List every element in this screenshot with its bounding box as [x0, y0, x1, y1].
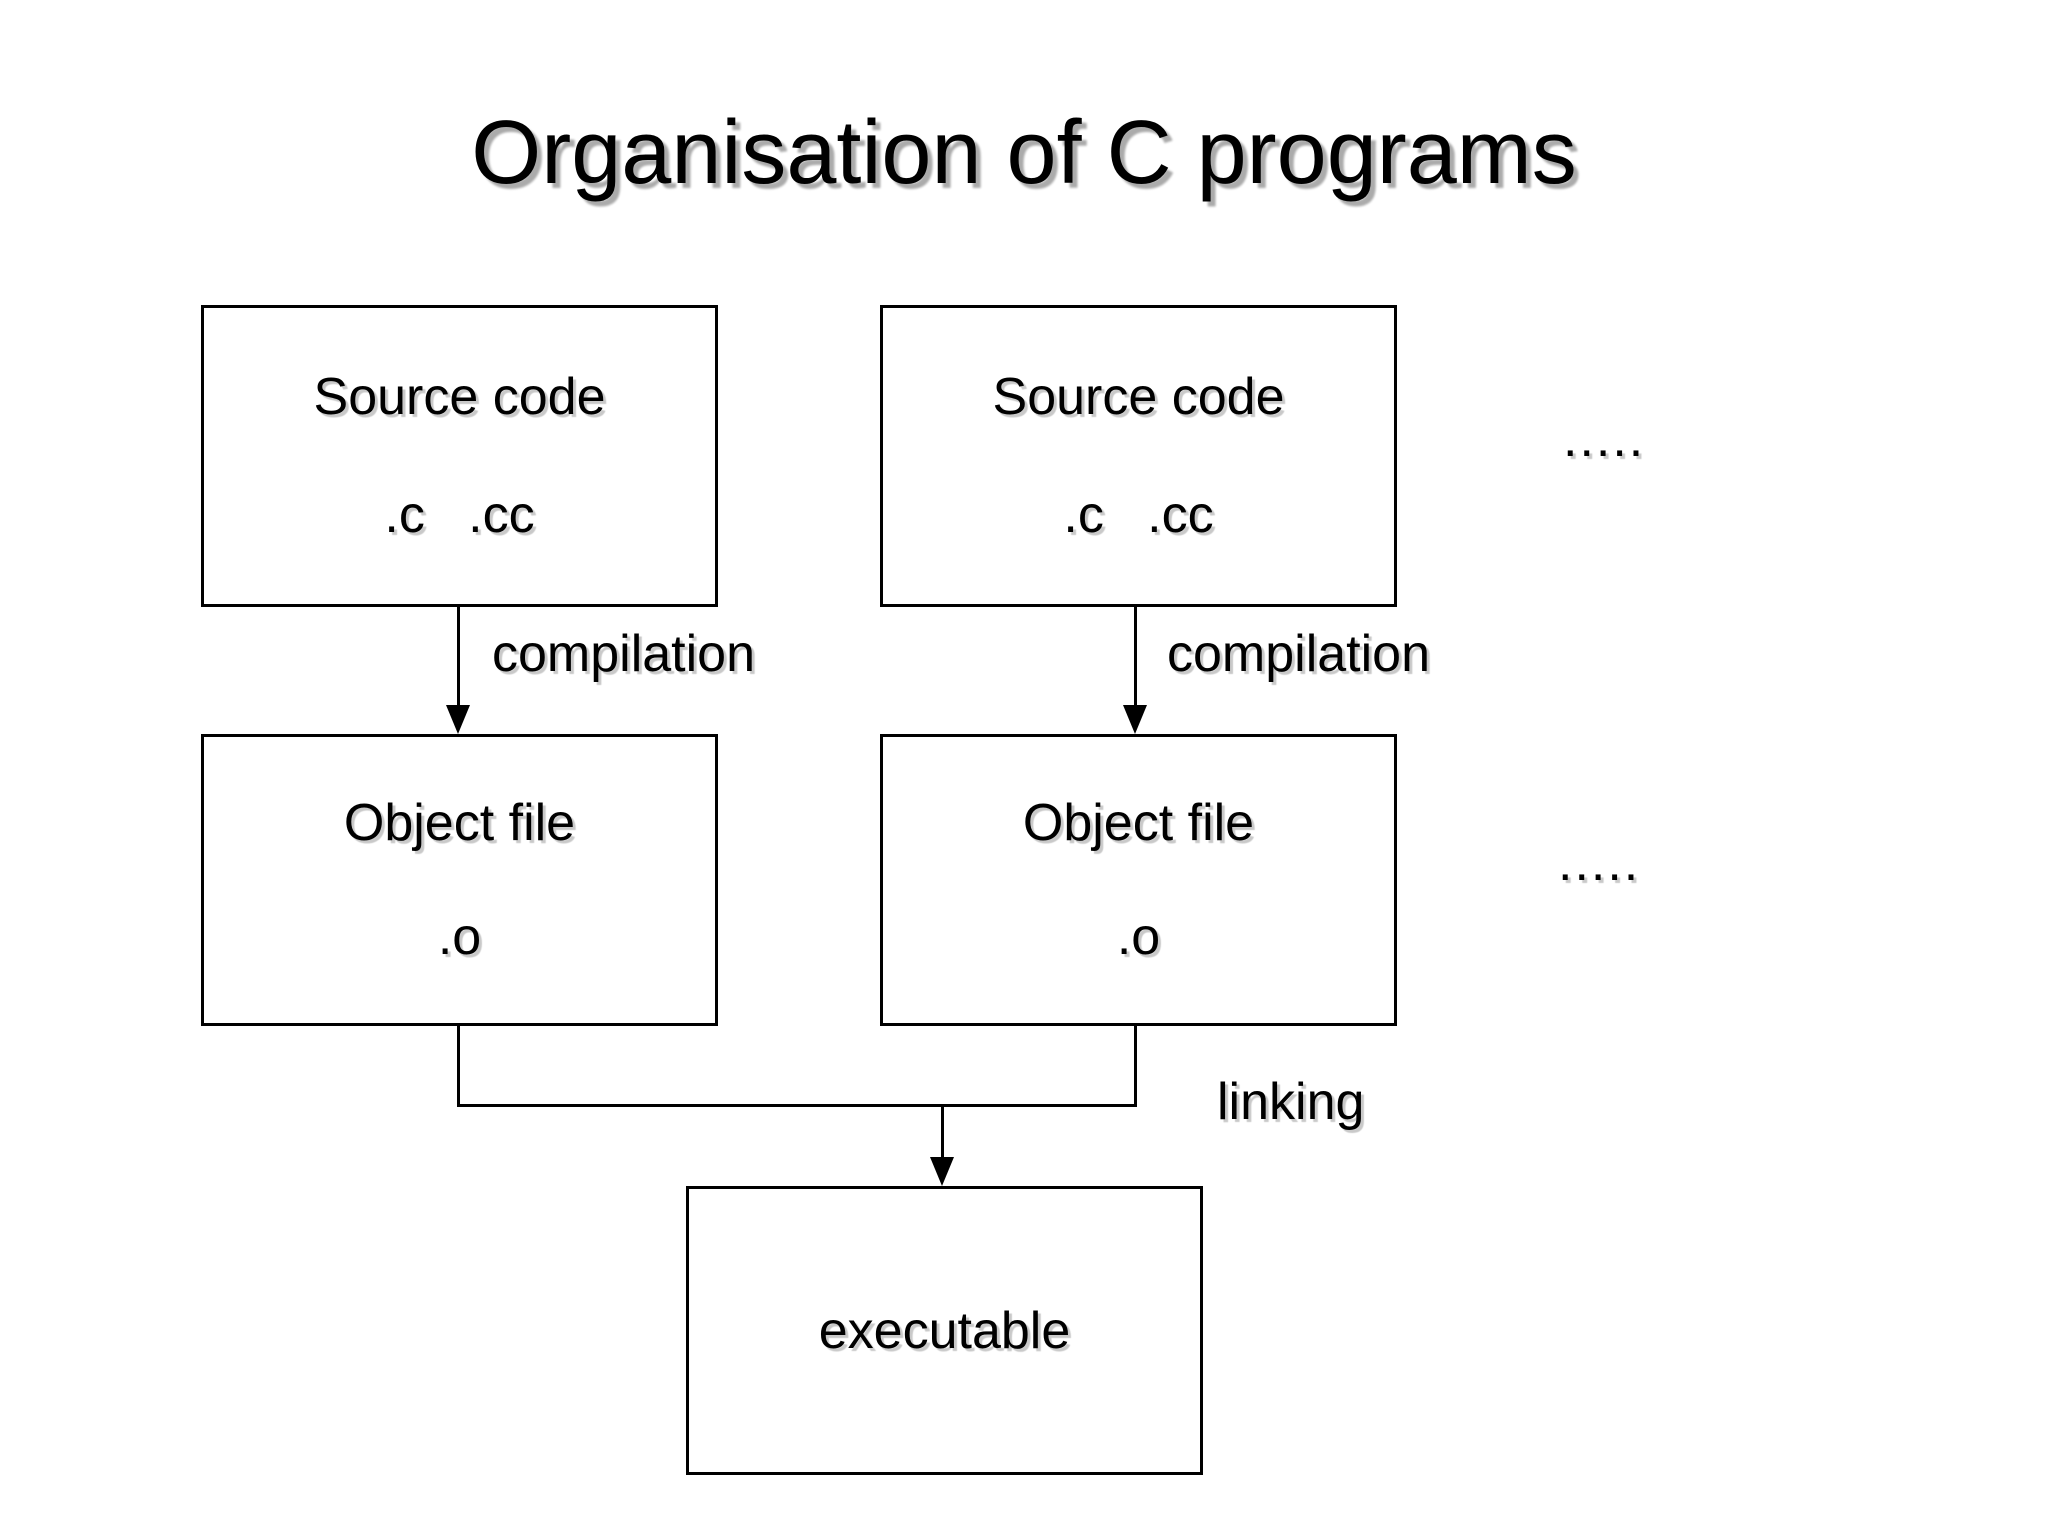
compilation-arrow-right-line	[1134, 607, 1137, 705]
source-code-box-2: Source code .c .cc	[880, 305, 1397, 607]
linking-bracket-horizontal-line	[457, 1104, 1137, 1107]
linking-bracket-right-line	[1134, 1026, 1137, 1107]
source-code-box-1-extensions: .c .cc	[384, 485, 535, 544]
executable-box-label: executable	[818, 1301, 1071, 1360]
compilation-label-right: compilation	[1167, 625, 1431, 683]
compilation-arrow-left-line	[457, 607, 460, 705]
object-file-box-2-label: Object file	[1022, 794, 1255, 852]
object-file-box-1-label: Object file	[343, 794, 576, 852]
compilation-arrow-left-arrowhead-down-icon	[446, 705, 470, 734]
object-file-box-2: Object file .o	[880, 734, 1397, 1026]
executable-box: executable	[686, 1186, 1203, 1475]
object-file-box-1: Object file .o	[201, 734, 718, 1026]
compilation-label-left: compilation	[492, 625, 756, 683]
linking-label: linking	[1217, 1073, 1365, 1131]
linking-arrow-arrowhead-down-icon	[930, 1157, 954, 1186]
object-file-box-1-extension: .o	[437, 908, 482, 966]
source-code-box-1-label: Source code	[313, 368, 606, 427]
source-code-box-2-extensions: .c .cc	[1063, 485, 1214, 544]
linking-arrow-line	[941, 1107, 944, 1157]
compilation-arrow-right-arrowhead-down-icon	[1123, 705, 1147, 734]
source-code-box-2-label: Source code	[992, 368, 1285, 427]
slide-title: Organisation of C programs	[471, 103, 1577, 203]
linking-bracket-left-line	[457, 1026, 460, 1107]
ellipsis-source-row: .....	[1563, 410, 1646, 468]
ellipsis-object-row: .....	[1558, 834, 1641, 892]
object-file-box-2-extension: .o	[1116, 908, 1161, 966]
source-code-box-1: Source code .c .cc	[201, 305, 718, 607]
